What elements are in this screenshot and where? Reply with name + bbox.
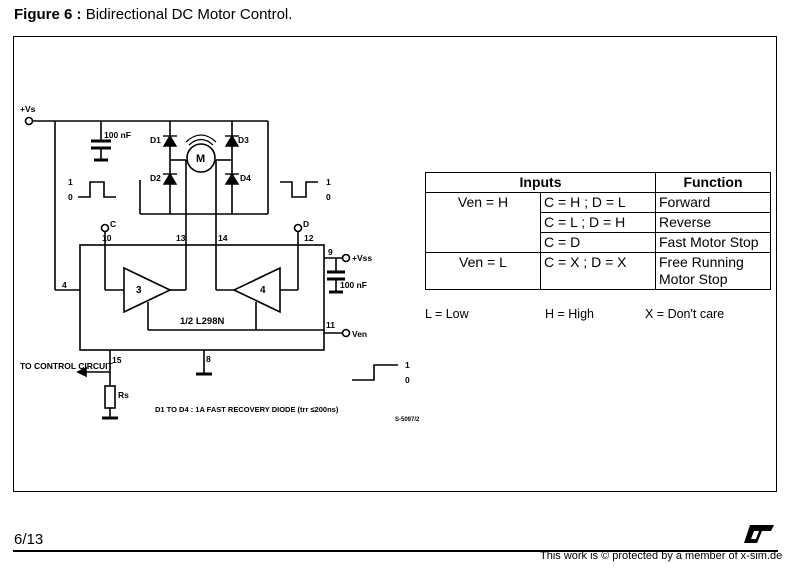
pin-11-label: 11 xyxy=(326,320,335,330)
diode-d2 xyxy=(162,172,178,185)
pin-d-label: D xyxy=(303,219,309,229)
header-function: Function xyxy=(655,172,771,193)
amp-3-label: 3 xyxy=(136,285,142,296)
ven-high-cell: Ven = H xyxy=(425,192,541,253)
table-row: C = L ; D = H Reverse xyxy=(426,212,771,233)
rs-resistor xyxy=(104,385,116,409)
pulse-left-high: 1 xyxy=(68,177,73,187)
d4-label: D4 xyxy=(240,173,251,183)
pin-4-label: 4 xyxy=(62,280,67,290)
pin-14-label: 14 xyxy=(218,233,228,243)
footer-divider xyxy=(13,550,778,552)
function-cell: Reverse xyxy=(655,212,771,233)
pin-15-label: 15 xyxy=(112,355,122,365)
vss-label: +Vss xyxy=(352,253,372,263)
input-d-terminal xyxy=(293,223,303,233)
figure-label: Figure 6 : xyxy=(14,6,82,23)
drawing-code: S-5097/2 xyxy=(395,417,420,423)
d2-label: D2 xyxy=(150,173,161,183)
function-cell: Forward xyxy=(655,192,771,213)
d1-label: D1 xyxy=(150,135,161,145)
condition-cell: C = H ; D = L xyxy=(540,192,656,213)
st-logo-icon xyxy=(744,525,774,543)
pulse-left xyxy=(78,181,116,198)
pin-c-label: C xyxy=(110,219,116,229)
function-cell: Free Running Motor Stop xyxy=(655,252,771,290)
d3-label: D3 xyxy=(238,135,249,145)
diode-note: D1 TO D4 : 1A FAST RECOVERY DIODE (trr ≤… xyxy=(155,405,339,414)
l298n-chip xyxy=(79,244,325,351)
ven-label: Ven xyxy=(352,329,367,339)
legend-low: L = Low xyxy=(425,307,469,321)
pin-8-label: 8 xyxy=(206,354,211,364)
motor-label: M xyxy=(196,153,205,165)
vs-terminal xyxy=(24,116,34,126)
legend-dont-care: X = Don't care xyxy=(645,307,725,321)
truth-table: Inputs Function Ven = H C = H ; D = L Fo… xyxy=(425,172,771,290)
pulse-bottom xyxy=(352,364,398,381)
pin-13-label: 13 xyxy=(176,233,186,243)
pin-10-label: 10 xyxy=(102,233,112,243)
table-row: Ven = L C = X ; D = X Free Running Motor… xyxy=(425,252,771,290)
cap-top-label: 100 nF xyxy=(104,130,131,140)
diode-d4 xyxy=(224,172,240,185)
ven-low-cell: Ven = L xyxy=(425,252,541,290)
header-inputs: Inputs xyxy=(425,172,656,193)
amp-4-label: 4 xyxy=(260,285,266,296)
figure-frame xyxy=(13,36,777,492)
rs-label: Rs xyxy=(118,390,129,400)
function-cell: Fast Motor Stop xyxy=(655,232,771,253)
pin-12-label: 12 xyxy=(304,233,314,243)
input-c-terminal xyxy=(100,223,110,233)
condition-cell: C = D xyxy=(540,232,656,253)
pin-9-label: 9 xyxy=(328,247,333,257)
motor-symbol xyxy=(186,143,216,173)
table-legend: L = Low H = High X = Don't care xyxy=(425,307,785,325)
diode-d1 xyxy=(162,134,178,147)
figure-title: Figure 6 : Bidirectional DC Motor Contro… xyxy=(14,6,292,23)
pulse-right-high: 1 xyxy=(326,177,331,187)
control-label: TO CONTROL CIRCUIT xyxy=(20,361,114,371)
figure-caption: Bidirectional DC Motor Control. xyxy=(85,6,293,23)
chip-label: 1/2 L298N xyxy=(180,316,224,327)
pulse-bottom-low: 0 xyxy=(405,375,410,385)
legend-high: H = High xyxy=(545,307,594,321)
pulse-left-low: 0 xyxy=(68,192,73,202)
amplifier-4 xyxy=(232,266,281,314)
pulse-right-low: 0 xyxy=(326,192,331,202)
page-number: 6/13 xyxy=(14,531,44,548)
pulse-bottom-high: 1 xyxy=(405,360,410,370)
cap-right-label: 100 nF xyxy=(340,280,367,290)
vs-label: +Vs xyxy=(20,104,36,114)
amplifier-3 xyxy=(123,266,172,314)
copyright-notice: This work is © protected by a member of … xyxy=(540,550,783,562)
diode-d3 xyxy=(224,134,240,147)
pulse-right xyxy=(280,181,318,198)
condition-cell: C = X ; D = X xyxy=(540,252,656,290)
table-row: Ven = H C = H ; D = L Forward xyxy=(425,192,771,253)
condition-cell: C = L ; D = H xyxy=(540,212,656,233)
